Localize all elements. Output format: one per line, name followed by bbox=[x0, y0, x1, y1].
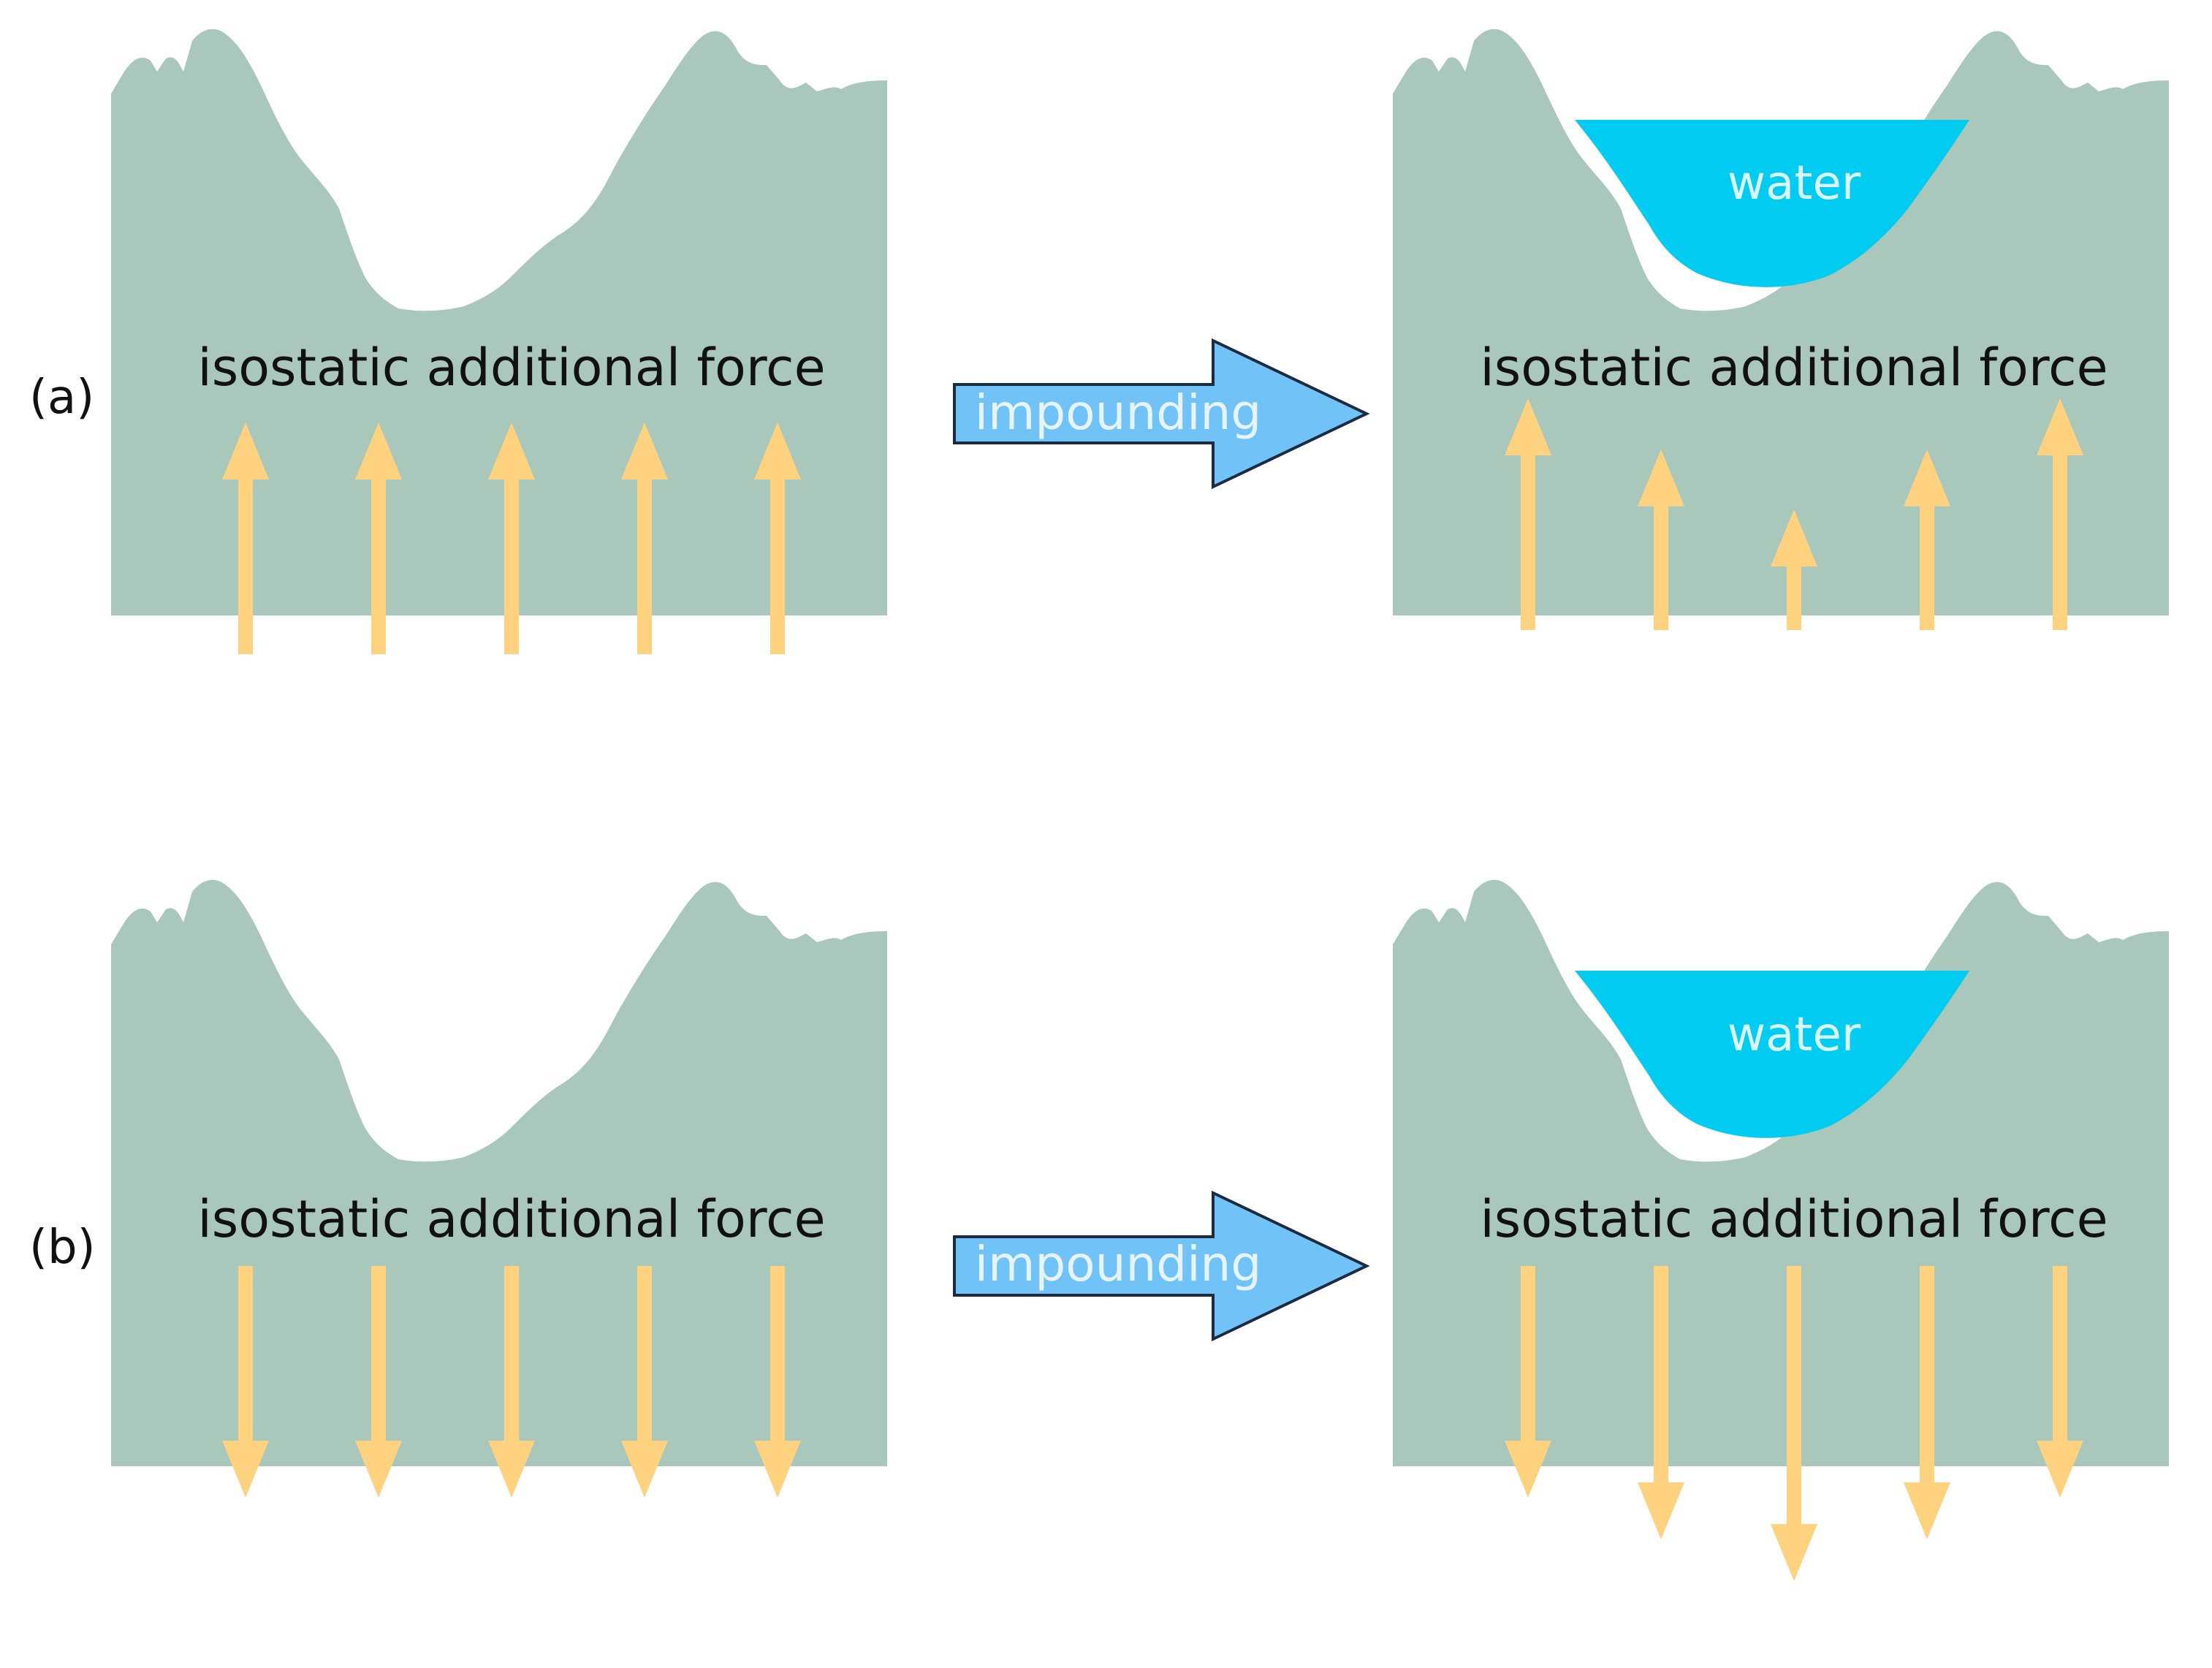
force-arrow-down bbox=[621, 1266, 668, 1498]
row-b: (b) isostatic additional force impoundin… bbox=[29, 879, 2169, 1582]
row-b-water-label: water bbox=[1728, 1008, 1861, 1062]
impounding-label: impounding bbox=[975, 1236, 1262, 1292]
row-a-after-force-label: isostatic additional force bbox=[1480, 338, 2108, 398]
force-arrow-up bbox=[2037, 398, 2083, 630]
force-arrow-up bbox=[222, 422, 269, 654]
force-arrow-down bbox=[1771, 1266, 1817, 1582]
row-b-before-force-arrows bbox=[222, 1266, 801, 1498]
impounding-arrow-shape bbox=[953, 1190, 1370, 1342]
row-a-after-force-arrows bbox=[1505, 398, 2083, 630]
force-arrow-up bbox=[488, 422, 535, 654]
row-a: (a) isostatic additional force impoundin… bbox=[29, 29, 2169, 654]
row-a-impounding-arrow: impounding bbox=[953, 338, 1370, 490]
terrain-cross-section bbox=[1393, 879, 2169, 1466]
force-arrow-up bbox=[1638, 449, 1684, 630]
force-arrow-down bbox=[1904, 1266, 1950, 1540]
force-arrow-down bbox=[355, 1266, 402, 1498]
row-b-after-panel bbox=[1393, 879, 2169, 1466]
row-a-label: (a) bbox=[29, 371, 94, 425]
row-a-after-panel bbox=[1393, 29, 2169, 616]
force-arrow-up bbox=[1505, 398, 1551, 630]
row-b-after-force-arrows bbox=[1505, 1266, 2083, 1582]
row-a-water-label: water bbox=[1728, 156, 1861, 211]
force-arrow-up bbox=[1771, 509, 1817, 630]
row-a-before-force-arrows bbox=[222, 422, 801, 654]
impounding-arrow-shape bbox=[953, 338, 1370, 490]
force-arrow-down bbox=[1638, 1266, 1684, 1540]
row-b-before-force-label: isostatic additional force bbox=[197, 1189, 825, 1249]
force-arrow-up bbox=[754, 422, 801, 654]
force-arrow-down bbox=[2037, 1266, 2083, 1498]
row-b-impounding-arrow: impounding bbox=[953, 1190, 1370, 1342]
row-b-label: (b) bbox=[29, 1221, 96, 1275]
impounding-label: impounding bbox=[975, 384, 1262, 441]
force-arrow-down bbox=[488, 1266, 535, 1498]
force-arrow-up bbox=[621, 422, 668, 654]
force-arrow-up bbox=[1904, 449, 1950, 630]
row-a-before-force-label: isostatic additional force bbox=[197, 338, 825, 398]
row-b-after-force-label: isostatic additional force bbox=[1480, 1189, 2108, 1249]
force-arrow-down bbox=[754, 1266, 801, 1498]
force-arrow-down bbox=[1505, 1266, 1551, 1498]
terrain-cross-section bbox=[1393, 29, 2169, 616]
force-arrow-down bbox=[222, 1266, 269, 1498]
force-arrow-up bbox=[355, 422, 402, 654]
